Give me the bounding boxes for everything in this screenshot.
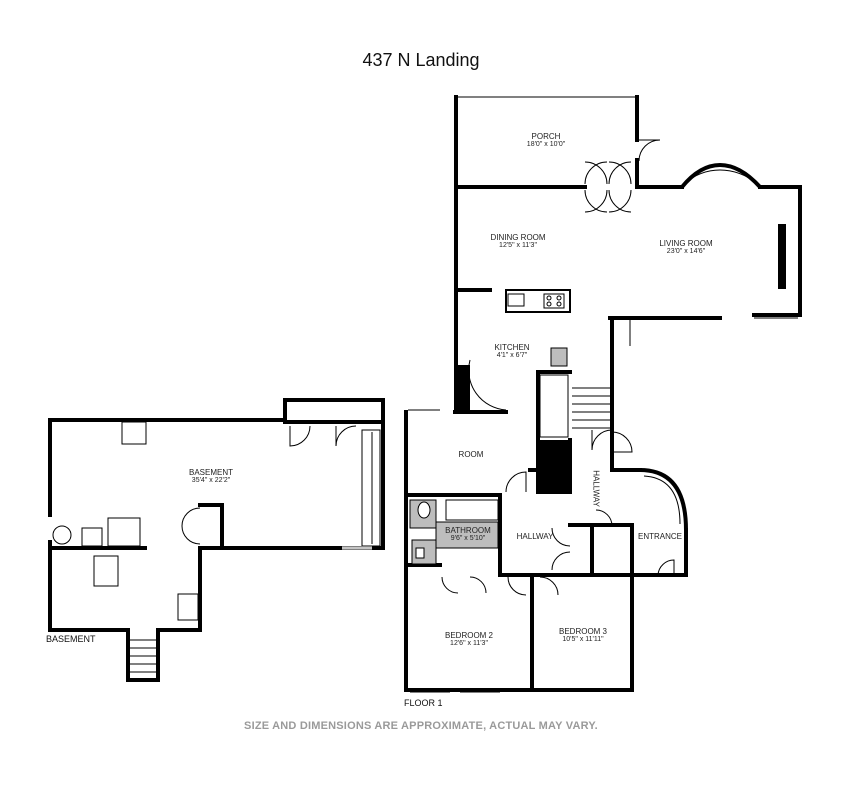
room-dimensions: 35'4" x 22'2" — [191, 477, 231, 485]
disclaimer-text: SIZE AND DIMENSIONS ARE APPROXIMATE, ACT… — [244, 720, 598, 732]
room-dimensions: 4'1" x 6'7" — [496, 352, 528, 360]
room-name: BASEMENT — [188, 468, 234, 477]
bedroom-3-label: BEDROOM 3 10'5" x 11'11" — [559, 627, 607, 644]
basement-details — [52, 421, 381, 673]
room-name: DINING ROOM — [490, 233, 546, 242]
living-room-label: LIVING ROOM 23'0" x 14'6" — [659, 239, 712, 256]
plan-title: 437 N Landing — [362, 50, 480, 70]
kitchen-label: KITCHEN 4'1" x 6'7" — [494, 343, 529, 360]
entrance-label: ENTRANCE — [638, 532, 682, 541]
room-name: HALLWAY — [591, 470, 601, 507]
bedroom-2-label: BEDROOM 2 12'6" x 11'3" — [445, 631, 493, 648]
porch-label: PORCH 18'0" x 10'0" — [527, 132, 565, 149]
dining-room-label: DINING ROOM 12'5" x 11'3" — [490, 233, 545, 250]
bathroom-label: BATHROOM 9'6" x 5'10" — [445, 526, 491, 543]
room-name: KITCHEN — [494, 343, 530, 352]
room-name: ENTRANCE — [637, 532, 683, 541]
floor1-details — [408, 96, 798, 693]
room-dimensions: 18'0" x 10'0" — [526, 141, 566, 149]
hallway-label: HALLWAY — [517, 532, 554, 541]
room-dimensions: 12'5" x 11'3" — [499, 242, 537, 250]
room-name: BATHROOM — [445, 526, 491, 535]
basement-walls — [48, 398, 385, 682]
room-name: ROOM — [458, 450, 484, 459]
room-dimensions: 23'0" x 14'6" — [666, 248, 706, 256]
room-label: ROOM — [459, 450, 484, 459]
room-name: PORCH — [531, 132, 561, 141]
basement-floor-label: BASEMENT — [46, 634, 96, 644]
room-name: HALLWAY — [516, 532, 554, 541]
room-dimensions: 9'6" x 5'10" — [450, 535, 486, 543]
hallway-vertical-label: HALLWAY — [591, 470, 601, 507]
room-name: BEDROOM 3 — [558, 627, 608, 636]
room-dimensions: 12'6" x 11'3" — [450, 640, 488, 648]
room-name: LIVING ROOM — [659, 239, 713, 248]
floor1-label: FLOOR 1 — [404, 698, 443, 708]
room-dimensions: 10'5" x 11'11" — [562, 636, 604, 644]
basement-room-label: BASEMENT 35'4" x 22'2" — [189, 468, 233, 485]
floor1-solid-blocks — [454, 365, 570, 492]
room-name: BEDROOM 2 — [444, 631, 494, 640]
